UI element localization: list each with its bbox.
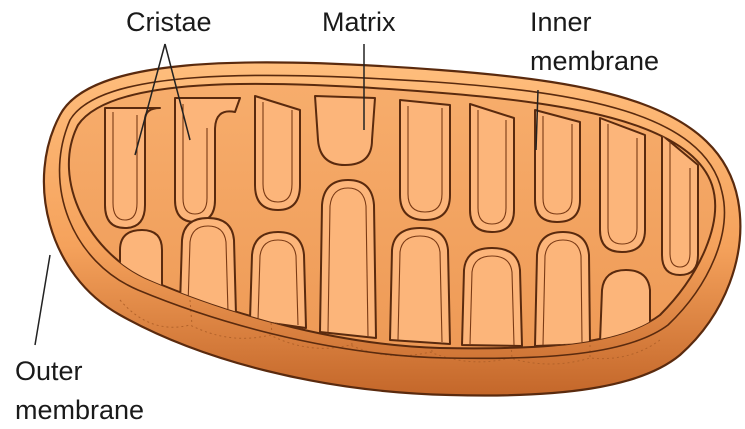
inner-membrane-label-line1: Inner: [530, 7, 592, 37]
outer-membrane-leader: [35, 255, 50, 345]
inner-membrane-label-line2: membrane: [530, 46, 659, 76]
outer-membrane-label-line1: Outer: [15, 356, 83, 386]
matrix-label: Matrix: [322, 7, 396, 37]
cristae-label: Cristae: [126, 7, 212, 37]
outer-membrane-label-line2: membrane: [15, 395, 144, 425]
